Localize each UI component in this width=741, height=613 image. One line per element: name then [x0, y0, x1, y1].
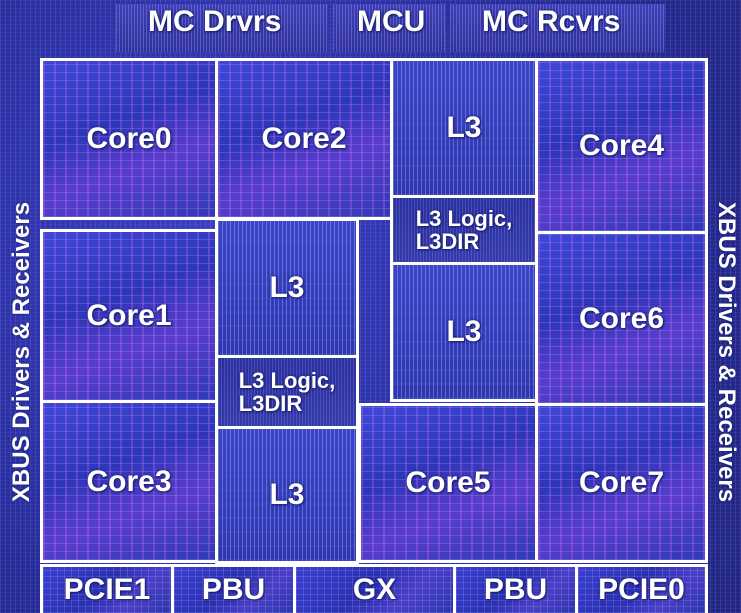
l3-bottom-block: L3	[215, 426, 359, 564]
l3-logic-left-block: L3 Logic, L3DIR	[215, 355, 359, 429]
core6-label: Core6	[578, 301, 665, 335]
core0-label: Core0	[86, 122, 172, 156]
l3-logic-top-block: L3 Logic, L3DIR	[390, 195, 538, 265]
mc-receivers-region	[450, 4, 666, 52]
core4-label: Core4	[578, 129, 665, 163]
l3-logic-left-label: L3 Logic, L3DIR	[238, 367, 336, 416]
core5-block: Core5	[358, 403, 538, 563]
mcu-region	[333, 4, 445, 52]
l3-mid-right-label: L3	[446, 315, 482, 349]
core3-label: Core3	[86, 464, 172, 498]
pcie1-label: PCIE1	[63, 573, 151, 607]
l3-mid-left-block: L3	[215, 218, 359, 358]
l3-logic-top-label: L3 Logic, L3DIR	[415, 205, 513, 254]
mc-drivers-region	[116, 4, 328, 52]
core0-block: Core0	[40, 58, 218, 220]
pbu-left-block: PBU	[174, 564, 296, 613]
mc-receivers-label: MC Rcvrs	[482, 5, 621, 38]
core5-label: Core5	[405, 466, 491, 500]
mcu-label: MCU	[357, 5, 426, 38]
core1-label: Core1	[86, 299, 172, 333]
core1-block: Core1	[40, 229, 218, 403]
gx-label: GX	[352, 573, 397, 607]
core6-block: Core6	[535, 231, 708, 406]
pbu-left-label: PBU	[201, 573, 266, 607]
l3-top-label: L3	[446, 111, 482, 145]
xbus-left-label: XBUS Drivers & Receivers	[8, 201, 35, 503]
pbu-right-block: PBU	[456, 564, 578, 613]
pbu-right-label: PBU	[483, 573, 548, 607]
l3-bottom-label: L3	[269, 478, 305, 512]
mc-drivers-label: MC Drvrs	[148, 5, 282, 38]
core7-block: Core7	[535, 403, 708, 563]
gx-block: GX	[296, 564, 456, 613]
l3-mid-right-block: L3	[390, 262, 538, 402]
l3-mid-left-label: L3	[269, 271, 305, 305]
core4-block: Core4	[535, 58, 708, 234]
pcie0-label: PCIE0	[598, 573, 685, 607]
l3-top-block: L3	[390, 58, 538, 198]
pcie1-block: PCIE1	[40, 564, 174, 613]
pcie0-block: PCIE0	[578, 564, 708, 613]
core3-block: Core3	[40, 400, 218, 563]
core2-label: Core2	[261, 122, 347, 156]
core2-block: Core2	[215, 58, 393, 220]
core7-label: Core7	[578, 466, 665, 500]
xbus-right-label: XBUS Drivers & Receivers	[713, 201, 740, 503]
